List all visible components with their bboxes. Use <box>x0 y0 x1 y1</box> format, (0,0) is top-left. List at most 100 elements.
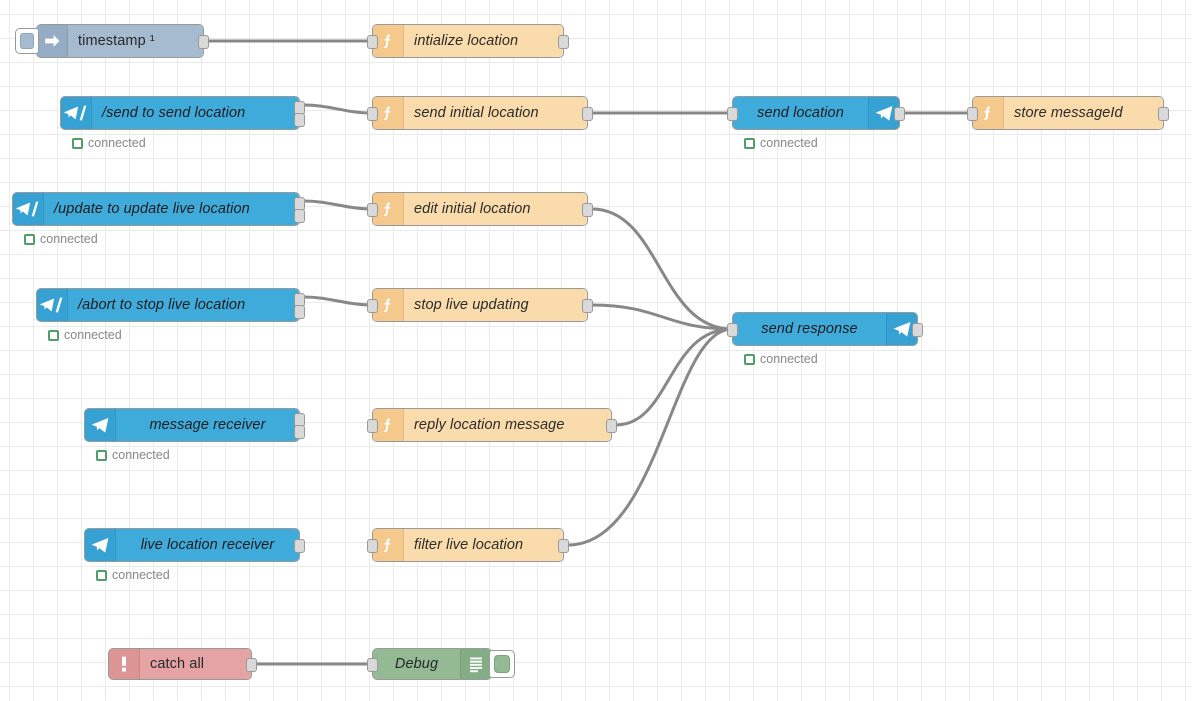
flow-node-stop-live-updating[interactable]: stop live updating <box>367 288 593 322</box>
node-label: /abort to stop live location <box>78 297 246 313</box>
wire-send-to-send-location-to-send-initial-location[interactable] <box>302 103 374 115</box>
node-output-port[interactable] <box>582 203 593 217</box>
function-f-icon <box>973 97 1004 129</box>
node-output-port[interactable] <box>294 539 305 553</box>
node-output-port[interactable] <box>894 107 905 121</box>
flow-node-send-to-send-location[interactable]: /send to send location <box>60 96 305 130</box>
inject-trigger-button[interactable] <box>15 28 39 54</box>
node-output-port[interactable] <box>294 304 305 319</box>
node-output-port[interactable] <box>294 208 305 223</box>
flow-node-reply-location-message[interactable]: reply location message <box>367 408 617 442</box>
node-output-port[interactable] <box>246 658 257 672</box>
node-output-port[interactable] <box>582 299 593 313</box>
node-output-port[interactable] <box>606 419 617 433</box>
node-label: timestamp ¹ <box>78 33 155 49</box>
node-input-port[interactable] <box>367 107 378 121</box>
node-output-port[interactable] <box>582 107 593 121</box>
telegram-icon <box>85 409 116 441</box>
node-body: filter live location <box>373 529 563 561</box>
node-status-message-receiver: connected <box>96 448 170 462</box>
status-square-icon <box>744 353 755 365</box>
function-f-icon <box>373 193 404 225</box>
status-square-icon <box>744 137 755 149</box>
node-output-port[interactable] <box>558 539 569 553</box>
status-text: connected <box>760 136 818 150</box>
node-label: send response <box>761 321 858 337</box>
flow-node-send-response[interactable]: send response <box>727 312 923 346</box>
node-output-port[interactable] <box>294 424 305 439</box>
telegram-icon <box>886 313 917 345</box>
node-body: /update to update live location <box>13 193 299 225</box>
debug-toggle-button[interactable] <box>489 650 515 678</box>
flow-node-edit-initial-location[interactable]: edit initial location <box>367 192 593 226</box>
node-body: /send to send location <box>61 97 299 129</box>
status-square-icon <box>48 329 59 341</box>
node-input-port[interactable] <box>367 539 378 553</box>
telegram-icon <box>85 529 116 561</box>
node-label: Debug <box>394 656 439 672</box>
node-body: send response <box>733 313 917 345</box>
node-output-port[interactable] <box>912 323 923 337</box>
node-input-port[interactable] <box>367 299 378 313</box>
node-label: /update to update live location <box>54 201 250 217</box>
node-label: live location receiver <box>140 537 275 553</box>
function-f-icon <box>373 289 404 321</box>
wire-reply-location-message-to-send-response[interactable] <box>614 327 734 427</box>
node-input-port[interactable] <box>367 35 378 49</box>
flow-node-store-messageid[interactable]: store messageId <box>967 96 1169 130</box>
node-input-port[interactable] <box>367 658 378 672</box>
telegram-command-icon <box>61 97 92 129</box>
node-label: filter live location <box>414 537 524 553</box>
node-body: store messageId <box>973 97 1163 129</box>
wire-edit-initial-location-to-send-response[interactable] <box>590 207 734 331</box>
status-text: connected <box>88 136 146 150</box>
node-body: message receiver <box>85 409 299 441</box>
node-body: live location receiver <box>85 529 299 561</box>
flow-node-send-location[interactable]: send location <box>727 96 905 130</box>
flow-node-intialize-location[interactable]: intialize location <box>367 24 569 58</box>
node-output-port[interactable] <box>558 35 569 49</box>
wire-stop-live-updating-to-send-response[interactable] <box>590 303 734 331</box>
status-square-icon <box>96 569 107 581</box>
node-input-port[interactable] <box>727 107 738 121</box>
wire-update-to-update-live-location-to-edit-initial-location[interactable] <box>302 199 374 211</box>
node-body: edit initial location <box>373 193 587 225</box>
node-label: edit initial location <box>414 201 531 217</box>
node-label: intialize location <box>414 33 519 49</box>
arrow-right-icon <box>37 25 68 57</box>
flow-node-catch-all[interactable]: catch all <box>108 648 257 680</box>
flow-node-update-to-update-live-location[interactable]: /update to update live location <box>12 192 305 226</box>
node-input-port[interactable] <box>727 323 738 337</box>
flow-node-send-initial-location[interactable]: send initial location <box>367 96 593 130</box>
node-body: /abort to stop live location <box>37 289 299 321</box>
node-body: timestamp ¹ <box>37 25 203 57</box>
wire-abort-to-stop-live-location-to-stop-live-updating[interactable] <box>302 295 374 307</box>
node-label: send initial location <box>414 105 539 121</box>
node-input-port[interactable] <box>367 203 378 217</box>
node-body: send initial location <box>373 97 587 129</box>
status-square-icon <box>96 449 107 461</box>
flow-node-filter-live-location[interactable]: filter live location <box>367 528 569 562</box>
node-output-port[interactable] <box>294 112 305 127</box>
node-body: reply location message <box>373 409 611 441</box>
node-status-send-response: connected <box>744 352 818 366</box>
function-f-icon <box>373 409 404 441</box>
status-square-icon <box>24 233 35 245</box>
node-status-update-to-update-live-location: connected <box>24 232 98 246</box>
telegram-command-icon <box>37 289 68 321</box>
node-output-port[interactable] <box>1158 107 1169 121</box>
node-input-port[interactable] <box>367 419 378 433</box>
flow-node-abort-to-stop-live-location[interactable]: /abort to stop live location <box>36 288 305 322</box>
node-label: message receiver <box>149 417 266 433</box>
node-label: /send to send location <box>102 105 246 121</box>
status-text: connected <box>64 328 122 342</box>
node-input-port[interactable] <box>967 107 978 121</box>
flow-node-live-location-receiver[interactable]: live location receiver <box>84 528 305 562</box>
node-label: reply location message <box>414 417 565 433</box>
flow-node-debug[interactable]: Debug <box>367 648 515 680</box>
node-body: Debug <box>373 649 491 679</box>
flow-node-message-receiver[interactable]: message receiver <box>84 408 305 442</box>
flow-node-timestamp[interactable]: timestamp ¹ <box>15 24 209 58</box>
node-output-port[interactable] <box>198 35 209 49</box>
